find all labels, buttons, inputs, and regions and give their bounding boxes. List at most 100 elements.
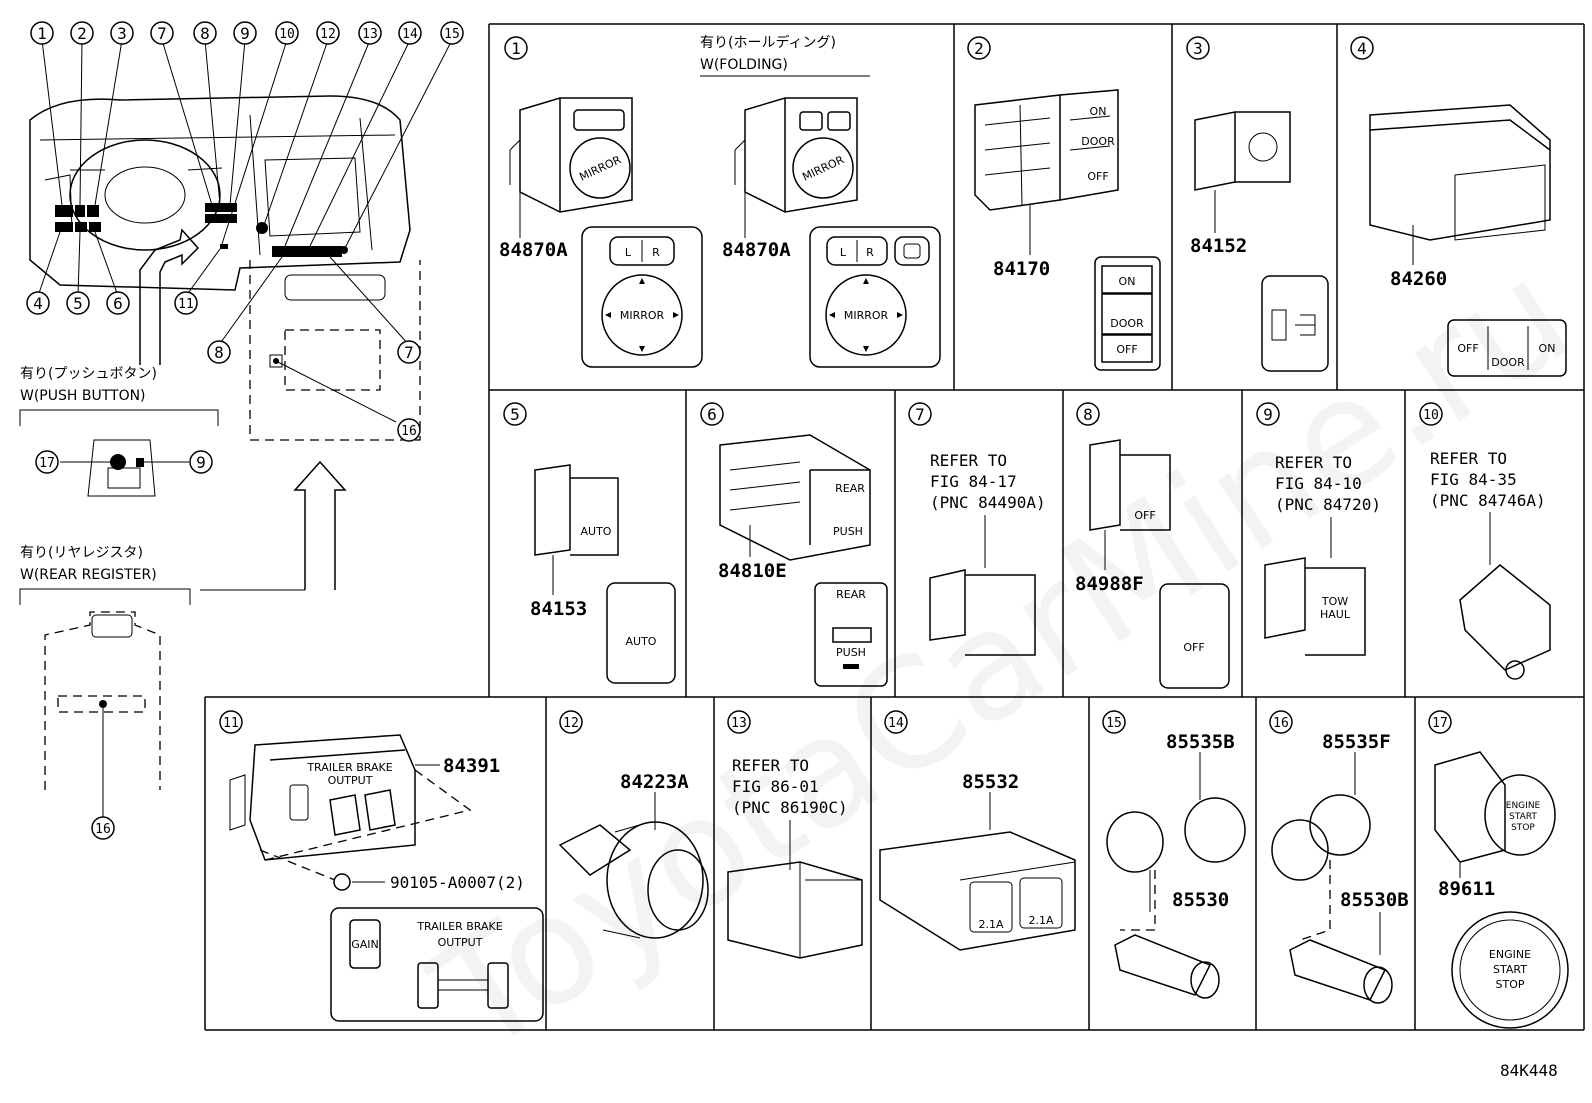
callout-top-7: 7	[150, 21, 174, 45]
svg-text:8: 8	[214, 343, 224, 362]
dashboard-overview: 1 2 3 7 8 9 10 12 13 14 15 4 5 6 11 8 7 …	[26, 21, 464, 590]
svg-text:MIRROR: MIRROR	[844, 309, 889, 322]
svg-text:R: R	[866, 246, 874, 259]
svg-text:2.1A: 2.1A	[1028, 914, 1053, 927]
folding-caption-jp: 有り(ホールディング)	[700, 34, 836, 51]
svg-text:HAUL: HAUL	[1320, 608, 1351, 621]
svg-text:1: 1	[37, 24, 47, 43]
cell-index-5: 5	[503, 402, 527, 426]
cell-3-switch: 84152	[1190, 111, 1329, 372]
svg-text:7: 7	[404, 343, 414, 362]
svg-text:AUTO: AUTO	[581, 525, 612, 538]
cell-10-refer-note: REFER TO FIG 84-35 (PNC 84746A)	[1430, 449, 1551, 680]
callout-top-15: 15	[440, 21, 464, 45]
cell-index-14: 14	[884, 710, 908, 734]
cell-index-9: 9	[1256, 402, 1280, 426]
cell-index-3: 3	[1186, 36, 1210, 60]
svg-text:AUTO: AUTO	[626, 635, 657, 648]
cell-16-power-outlet: 85535F 85530B	[1271, 731, 1409, 1004]
svg-text:REFER TO: REFER TO	[1430, 449, 1507, 468]
cell-15-power-outlet: 85535B 85530	[1106, 731, 1246, 999]
svg-text:REAR: REAR	[835, 482, 865, 495]
svg-text:4: 4	[33, 294, 43, 313]
svg-text:17: 17	[1432, 716, 1448, 731]
svg-text:13: 13	[362, 27, 378, 42]
svg-text:14: 14	[402, 27, 418, 42]
callout-top-12: 12	[316, 21, 340, 45]
svg-text:9: 9	[240, 24, 250, 43]
part-85535F: 85535F	[1322, 731, 1391, 753]
svg-text:6: 6	[113, 294, 123, 313]
grid-frame	[204, 23, 1585, 1031]
svg-text:7: 7	[157, 24, 167, 43]
figure-code: 84K448	[1500, 1061, 1558, 1080]
svg-text:12: 12	[563, 716, 579, 731]
cell-index-16: 16	[1269, 710, 1293, 734]
svg-text:5: 5	[510, 405, 520, 424]
cell-index-15: 15	[1102, 710, 1126, 734]
cell-index-7: 7	[908, 402, 932, 426]
cell-index-10: 10	[1419, 402, 1443, 426]
part-84152: 84152	[1190, 235, 1247, 257]
push-button-variant: 有り(プッシュボタン) W(PUSH BUTTON) 17 9	[19, 366, 219, 497]
svg-text:DOOR: DOOR	[1081, 135, 1115, 148]
svg-text:ENGINE: ENGINE	[1489, 948, 1531, 961]
svg-text:MIRROR: MIRROR	[620, 309, 665, 322]
cell-index-6: 6	[700, 402, 724, 426]
part-84870A-1: 84870A	[499, 239, 568, 261]
svg-text:START: START	[1493, 963, 1527, 976]
svg-text:ON: ON	[1539, 342, 1556, 355]
svg-text:14: 14	[888, 716, 904, 731]
svg-text:ON: ON	[1090, 105, 1107, 118]
callout-top-10: 10	[275, 21, 299, 45]
part-85532: 85532	[962, 771, 1019, 793]
callout-bottom-11: 11	[174, 291, 198, 315]
svg-text:STOP: STOP	[1511, 823, 1535, 833]
svg-text:9: 9	[1263, 405, 1273, 424]
svg-text:15: 15	[444, 27, 460, 42]
svg-text:L: L	[625, 246, 632, 259]
part-84391: 84391	[443, 755, 500, 777]
part-84153: 84153	[530, 598, 587, 620]
svg-text:16: 16	[95, 822, 111, 837]
svg-text:FIG 84-10: FIG 84-10	[1275, 474, 1362, 493]
callout-top-2: 2	[70, 21, 94, 45]
callout-top-14: 14	[398, 21, 422, 45]
svg-text:11: 11	[178, 297, 194, 312]
cell-9-refer-note: REFER TO FIG 84-10 (PNC 84720) TOW HAUL	[1264, 453, 1381, 656]
cell-6-rear-climate-switch: REAR PUSH 84810E REAR PUSH	[718, 434, 888, 687]
svg-text:(PNC 86190C): (PNC 86190C)	[732, 798, 848, 817]
svg-text:START: START	[1509, 812, 1537, 822]
part-89611: 89611	[1438, 878, 1495, 900]
callout-bottom-8: 8	[207, 340, 231, 364]
callout-top-13: 13	[358, 21, 382, 45]
svg-text:(PNC 84490A): (PNC 84490A)	[930, 493, 1046, 512]
svg-text:6: 6	[707, 405, 717, 424]
rear-register-caption-jp: 有り(リヤレジスタ)	[20, 545, 143, 561]
cell-17-engine-start-button: ENGINE START STOP 89611 ENGINE START STO…	[1434, 751, 1569, 1029]
svg-text:OFF: OFF	[1087, 170, 1108, 183]
svg-text:OUTPUT: OUTPUT	[328, 774, 373, 787]
svg-text:L: L	[840, 246, 847, 259]
cell-12-rotary-knob: 84223A	[558, 771, 709, 939]
svg-text:7: 7	[915, 405, 925, 424]
part-85530: 85530	[1172, 889, 1229, 911]
callout-bottom-7: 7	[397, 340, 421, 364]
cell-index-2: 2	[967, 36, 991, 60]
cell-13-refer-note: REFER TO FIG 86-01 (PNC 86190C)	[727, 756, 863, 959]
cell-index-8: 8	[1076, 402, 1100, 426]
svg-text:OUTPUT: OUTPUT	[438, 936, 483, 949]
svg-text:TRAILER BRAKE: TRAILER BRAKE	[306, 761, 392, 774]
callout-16-rear: 16	[91, 816, 115, 840]
svg-text:15: 15	[1106, 716, 1122, 731]
svg-text:TOW: TOW	[1321, 595, 1348, 608]
svg-text:GAIN: GAIN	[351, 938, 379, 951]
push-button-caption-en: W(PUSH BUTTON)	[20, 388, 146, 404]
svg-text:11: 11	[223, 716, 239, 731]
part-85530B: 85530B	[1340, 889, 1409, 911]
callout-17: 17	[35, 450, 59, 474]
svg-text:12: 12	[320, 27, 336, 42]
cell-8-trac-off-switch: OFF 84988F OFF	[1075, 439, 1230, 689]
cell-index-17: 17	[1428, 710, 1452, 734]
svg-text:2.1A: 2.1A	[978, 918, 1003, 931]
